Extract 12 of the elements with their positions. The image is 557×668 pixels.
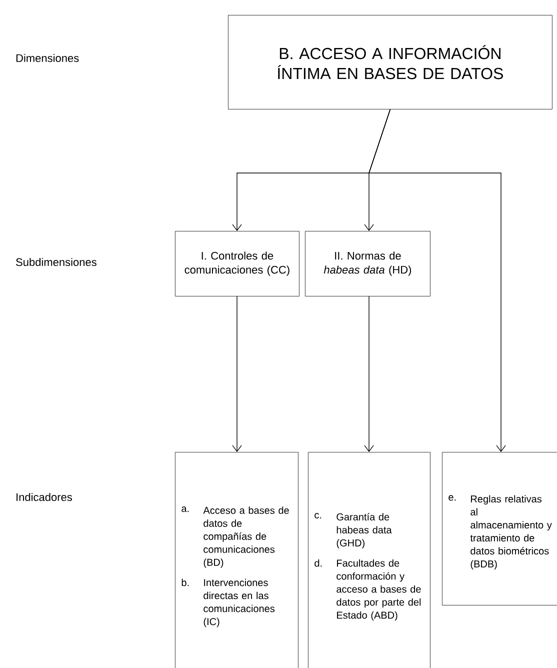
subdimension-box: II. Normas de habeas data (HD)	[305, 231, 430, 296]
row-label: Indicadores	[16, 492, 72, 502]
arrow	[368, 109, 506, 452]
arrow	[364, 296, 374, 452]
row-label: Dimensiones	[16, 54, 79, 62]
indicator-box: a. Acceso a bases de datos de compañías de comunicaciones (BD) b. Intervenciones directas en las comunicaciones (IC)	[175, 452, 298, 668]
arrow	[232, 296, 242, 452]
indicator-box: e. Reglas relativas al almacenamiento y tratamiento de datos biométricos (BDB)	[442, 452, 557, 606]
subdimension-box: I. Controles de comunicaciones (CC)	[175, 231, 300, 296]
row-label: Subdimensiones	[16, 258, 96, 266]
indicator-box: c. Garantía de habeas data (GHD) d. Facultades de conformación y acceso a bases de datos por parte del Estado (ABD)	[308, 452, 430, 668]
title-box: B. ACCESO A INFORMACIÓN ÍNTIMA EN BASES DE DATOS	[228, 15, 552, 110]
